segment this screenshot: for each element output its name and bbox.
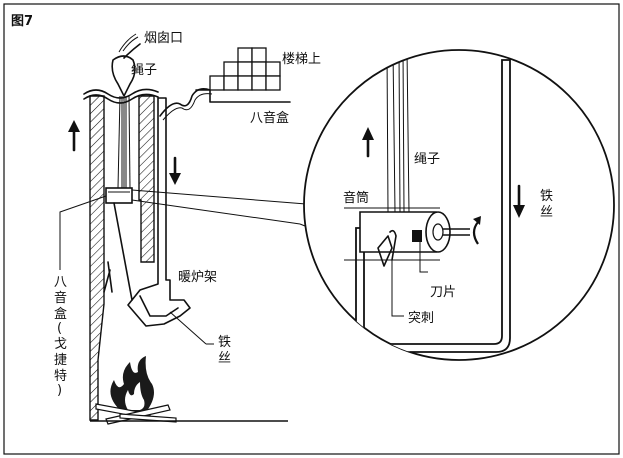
label-music-box-v5: 戈 (54, 337, 67, 352)
label-stove-rack: 暖炉架 (178, 270, 217, 285)
label-cylinder: 音筒 (343, 190, 369, 206)
label-music-box-v7: 特 (54, 369, 67, 384)
label-rope-zoom: 绳子 (414, 152, 440, 167)
zoom-content (344, 50, 525, 353)
label-music-box-v2: 音 (54, 290, 67, 306)
chimney (83, 88, 159, 421)
label-stairs-up: 楼梯上 (282, 52, 321, 67)
music-box-small (105, 187, 133, 204)
label-music-box-v6: 捷 (54, 353, 67, 368)
down-arrow-icon (169, 156, 181, 185)
rotation-arrow-icon (472, 216, 481, 245)
rope-to-stairs (159, 88, 211, 117)
label-wire-left-2: 丝 (218, 351, 231, 366)
up-arrow-icon (68, 120, 80, 152)
chimney-left-wall (89, 95, 105, 421)
chimney-right-wall (138, 95, 155, 263)
fire-icon (95, 356, 177, 425)
figure-frame (3, 3, 620, 455)
rope-strands (117, 95, 131, 189)
zoom-down-arrow-icon (513, 184, 525, 218)
label-spike: 突刺 (408, 310, 434, 326)
figure-title: 图7 (11, 14, 33, 29)
music-box-stack (209, 47, 281, 91)
label-music-box-v4: ( (57, 321, 62, 336)
stove-rack (127, 97, 191, 327)
zoom-connector-top (131, 189, 307, 205)
label-music-box-v3: 盒 (54, 306, 67, 322)
wire-down (113, 202, 133, 301)
zoom-spike (377, 235, 393, 267)
zoom-up-arrow-icon (362, 127, 374, 158)
label-chimney-mouth: 烟囱口 (144, 31, 183, 46)
zoom-cylinder (359, 211, 470, 253)
zoom-connector-bottom (131, 199, 301, 225)
label-music-box-v8: ) (57, 383, 62, 398)
label-rope-left: 绳子 (131, 63, 157, 78)
label-blade: 刀片 (430, 285, 456, 300)
zoom-circle (303, 49, 615, 361)
label-wire-left-1: 铁 (218, 335, 231, 350)
label-wire-zoom-1: 铁 (540, 189, 553, 204)
chimney-mouth (111, 33, 141, 97)
label-wire-zoom-2: 丝 (540, 205, 553, 220)
label-music-box-top: 八音盒 (250, 110, 289, 126)
label-music-box-v1: 八 (54, 275, 67, 290)
